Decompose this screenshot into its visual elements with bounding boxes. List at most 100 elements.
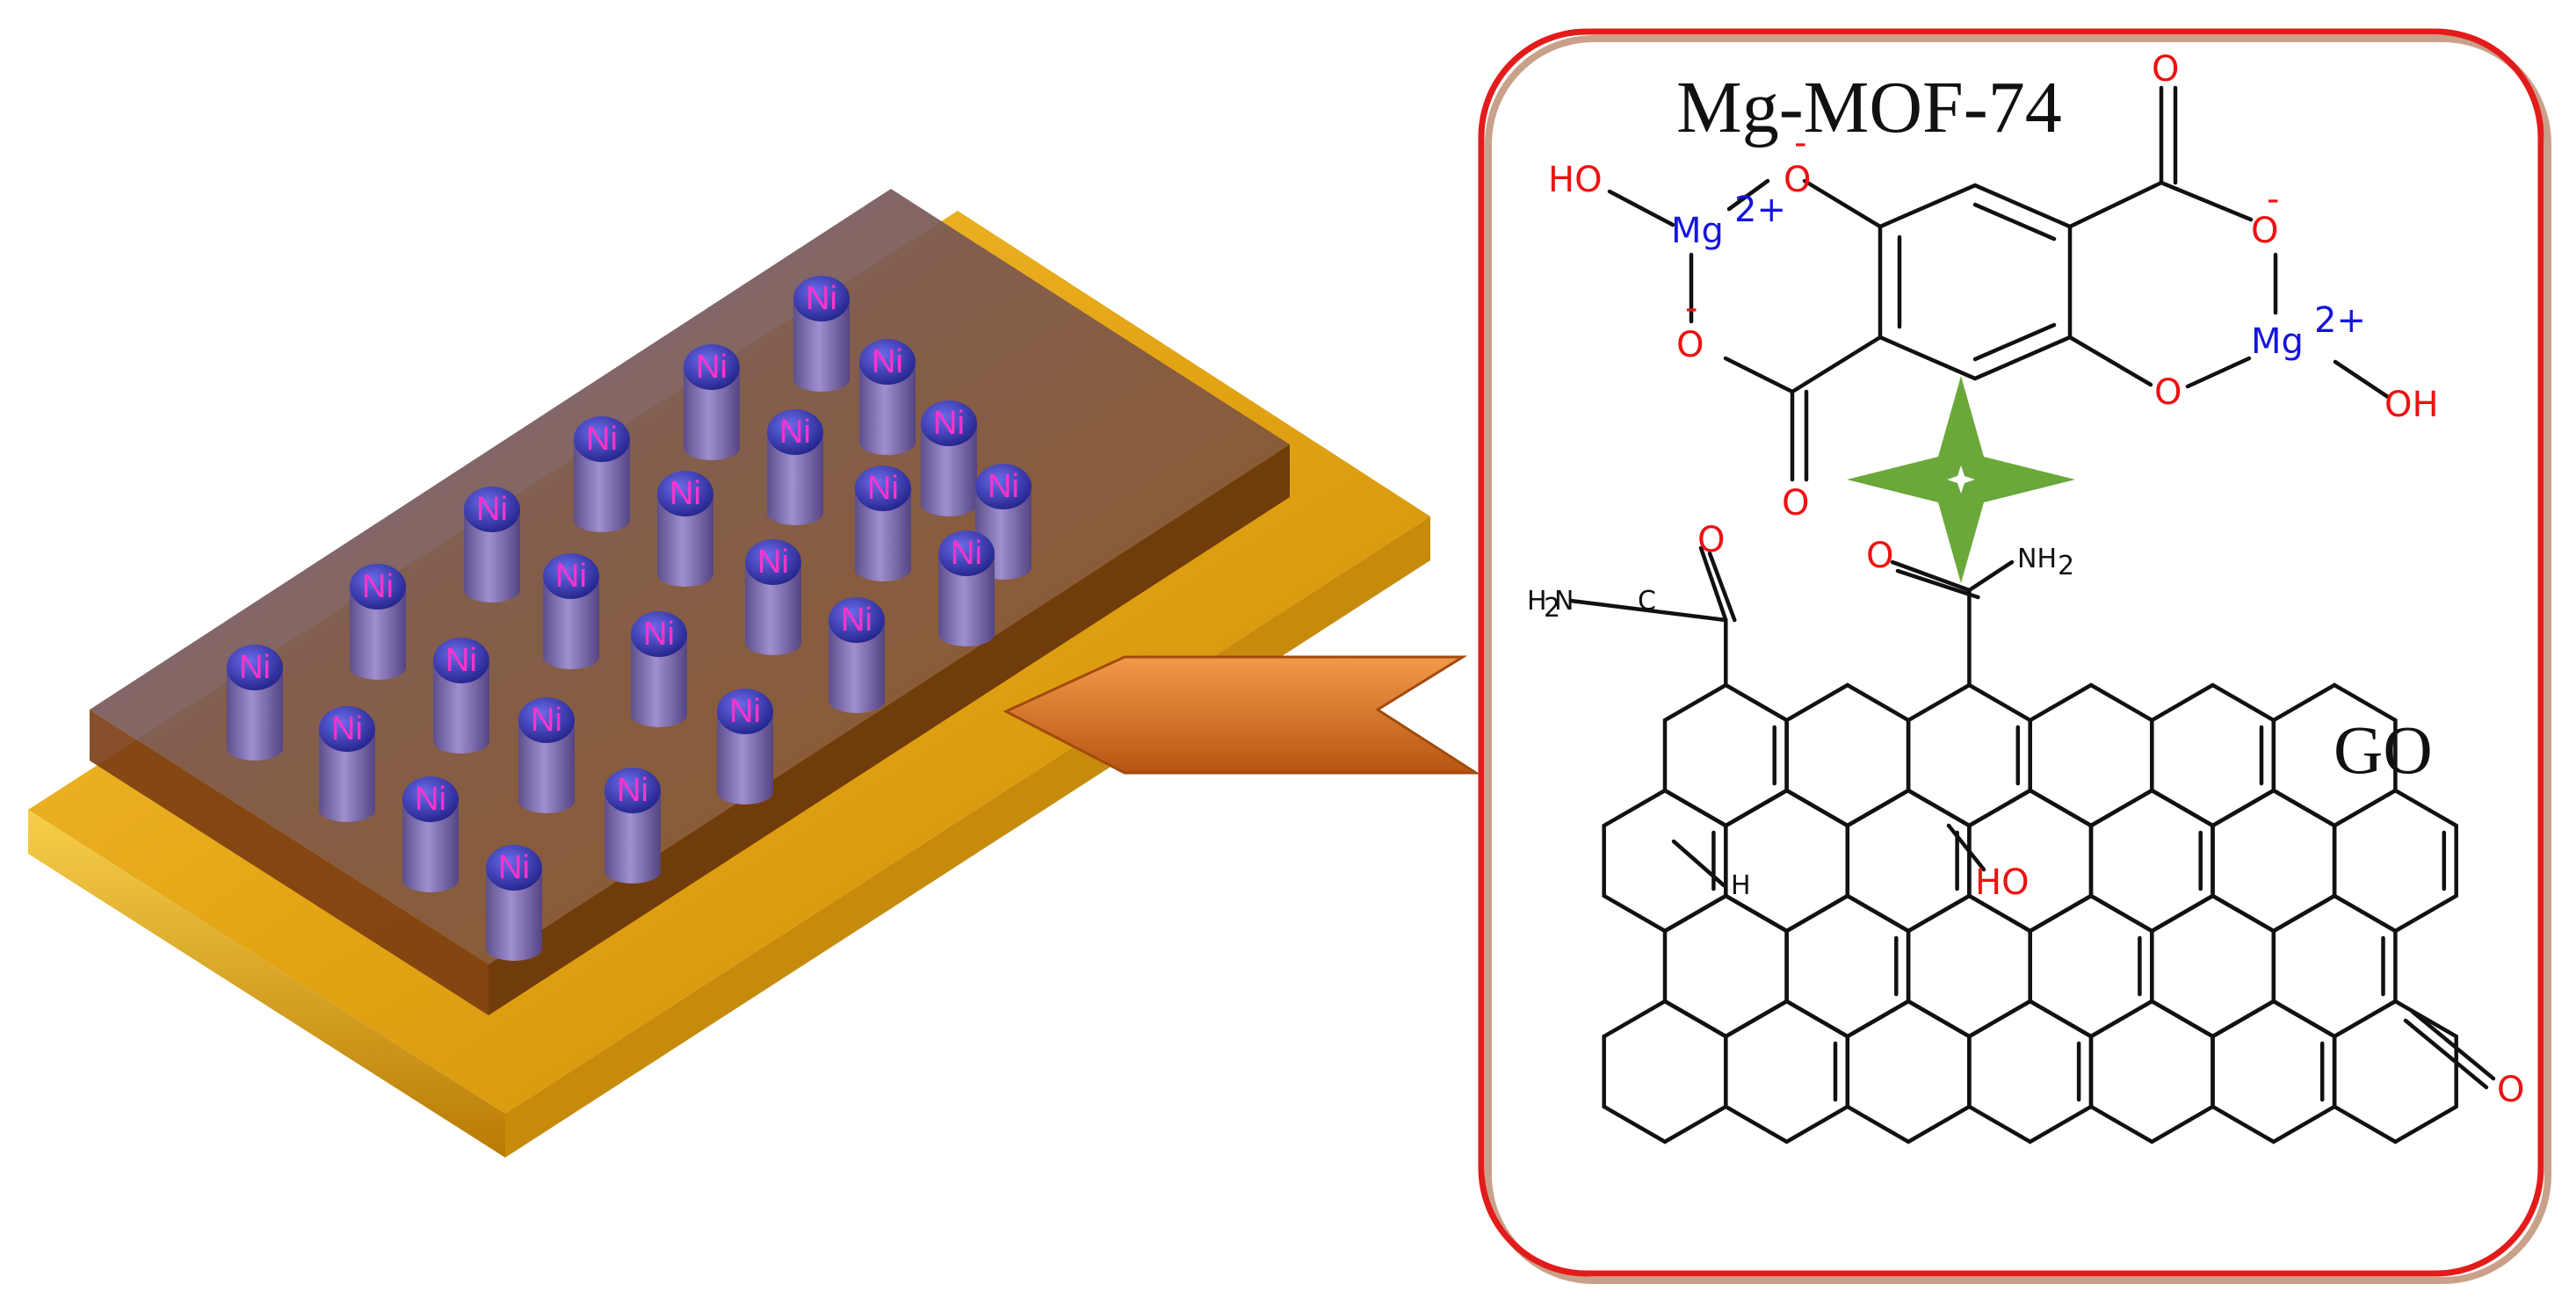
- substituent-bond: [2403, 1018, 2489, 1090]
- atom-nh2: NH: [2017, 544, 2057, 574]
- nanorod-body: [684, 367, 740, 460]
- atom-n: N: [1554, 586, 1574, 617]
- ni-label: Ni: [729, 693, 761, 730]
- go-ring: [2028, 682, 2154, 828]
- go-ring: [1845, 788, 1972, 934]
- atom-ho: HO: [1548, 160, 1603, 200]
- ni-label: Ni: [933, 405, 965, 442]
- nanorod-body: [543, 576, 599, 669]
- nanorod-body: [319, 729, 375, 822]
- go-ring: [2028, 893, 2154, 1039]
- nanorod-cap: [855, 465, 911, 511]
- mof-structure: [1607, 85, 2391, 482]
- nanorod-cap: [684, 344, 740, 390]
- go-ring: [1602, 999, 1728, 1144]
- ni-nanorod: Ni: [574, 416, 630, 532]
- ni-nanorod: Ni: [464, 487, 520, 603]
- ni-nanorod: Ni: [684, 344, 740, 460]
- ni-label: Ni: [696, 349, 727, 386]
- nanorod-cap: [350, 564, 406, 610]
- nanorod-body: [631, 634, 687, 727]
- nanorod-cap: [518, 697, 575, 743]
- atom-ho: HO: [1975, 862, 2030, 903]
- film-layer-front: [90, 710, 488, 1015]
- go-ring: [1845, 999, 1972, 1144]
- ni-nanorod: Ni: [938, 530, 995, 646]
- nanorod-cap: [859, 339, 915, 385]
- zoom-arrow: [1002, 655, 1481, 775]
- nanorod-cap: [604, 768, 661, 813]
- atom-oh: OH: [2384, 385, 2439, 425]
- ni-nanorod: Ni: [745, 539, 801, 655]
- atom-o: O: [1676, 325, 1704, 365]
- nanorod-body: [518, 720, 575, 813]
- nanorod-body: [938, 553, 995, 646]
- go-ring: [1662, 682, 1789, 828]
- atom-h2n: H: [1527, 586, 1547, 617]
- zoom-frame-shadow: [1485, 35, 2551, 1284]
- ni-nanorod: Ni: [319, 706, 375, 822]
- nanorod-body: [574, 439, 630, 532]
- ni-nanorod: Ni: [486, 845, 542, 961]
- ni-label: Ni: [555, 558, 587, 595]
- atom-o: O: [2154, 372, 2182, 413]
- subscript-2: 2: [2058, 551, 2074, 581]
- substituent-bond: [1895, 568, 1980, 600]
- ni-label: Ni: [757, 544, 789, 581]
- mof-title: Mg-MOF-74: [1676, 67, 2062, 148]
- nanorod-body: [855, 488, 911, 581]
- go-title: GO: [2334, 711, 2433, 788]
- star-sparkle: [1947, 465, 1975, 494]
- nanorod-cap: [464, 487, 520, 532]
- go-ring: [2211, 999, 2337, 1144]
- nanorod-cap: [975, 464, 1031, 509]
- atom-o: O: [1866, 536, 1893, 576]
- ni-label: Ni: [779, 414, 811, 451]
- nanorod-body: [604, 790, 661, 884]
- nanorod-cap: [938, 530, 995, 576]
- ni-label: Ni: [476, 491, 508, 528]
- nanorod-body: [745, 562, 801, 655]
- nanorod-body: [921, 423, 977, 516]
- ni-label: Ni: [669, 475, 701, 512]
- atom-mg: Mg: [1671, 211, 1724, 251]
- ni-label: Ni: [951, 535, 982, 572]
- ni-label: Ni: [362, 568, 394, 605]
- ni-nanorod-array: NiNiNiNiNiNiNiNiNiNiNiNiNiNiNiNiNiNiNiNi…: [227, 276, 1031, 961]
- nanorod-body: [350, 587, 406, 680]
- nanorod-body: [767, 432, 823, 525]
- atom-o: O: [2497, 1070, 2524, 1110]
- atom-c: C: [1638, 586, 1656, 617]
- substituent-bond: [1946, 823, 1986, 872]
- ni-label: Ni: [806, 280, 837, 317]
- ni-nanorod: Ni: [631, 611, 687, 727]
- ni-nanorod: Ni: [543, 553, 599, 669]
- substituent-bond: [1671, 839, 1726, 888]
- ni-nanorod: Ni: [657, 471, 713, 587]
- ni-nanorod: Ni: [227, 645, 283, 761]
- nanorod-body: [464, 509, 520, 603]
- nanorod-body: [859, 362, 915, 455]
- ni-label: Ni: [867, 470, 899, 507]
- nanorod-body: [829, 620, 885, 713]
- nanorod-cap: [793, 276, 850, 321]
- substituent-bond: [1707, 551, 1737, 623]
- nanorod-cap: [402, 776, 459, 822]
- ni-nanorod: Ni: [433, 638, 489, 754]
- go-ring: [1724, 788, 1850, 934]
- substituent-bond: [1967, 559, 2015, 593]
- subscript-2: 2: [1544, 593, 1560, 624]
- substituent-bond: [1698, 545, 1728, 623]
- ni-label: Ni: [331, 711, 363, 747]
- ni-nanorod: Ni: [402, 776, 459, 892]
- mof-atoms: O O - HO Mg 2+ O - O O - Mg 2+ O OH: [1548, 49, 2439, 523]
- charge-minus: -: [1794, 123, 1806, 163]
- ni-label: Ni: [531, 702, 562, 739]
- atom-mg: Mg: [2251, 321, 2304, 362]
- nanorod-body: [657, 494, 713, 587]
- ni-nanorod: Ni: [717, 689, 773, 805]
- go-ring: [1724, 999, 1850, 1144]
- nanorod-cap: [829, 597, 885, 643]
- ni-label: Ni: [988, 468, 1019, 505]
- go-ring: [2332, 788, 2458, 934]
